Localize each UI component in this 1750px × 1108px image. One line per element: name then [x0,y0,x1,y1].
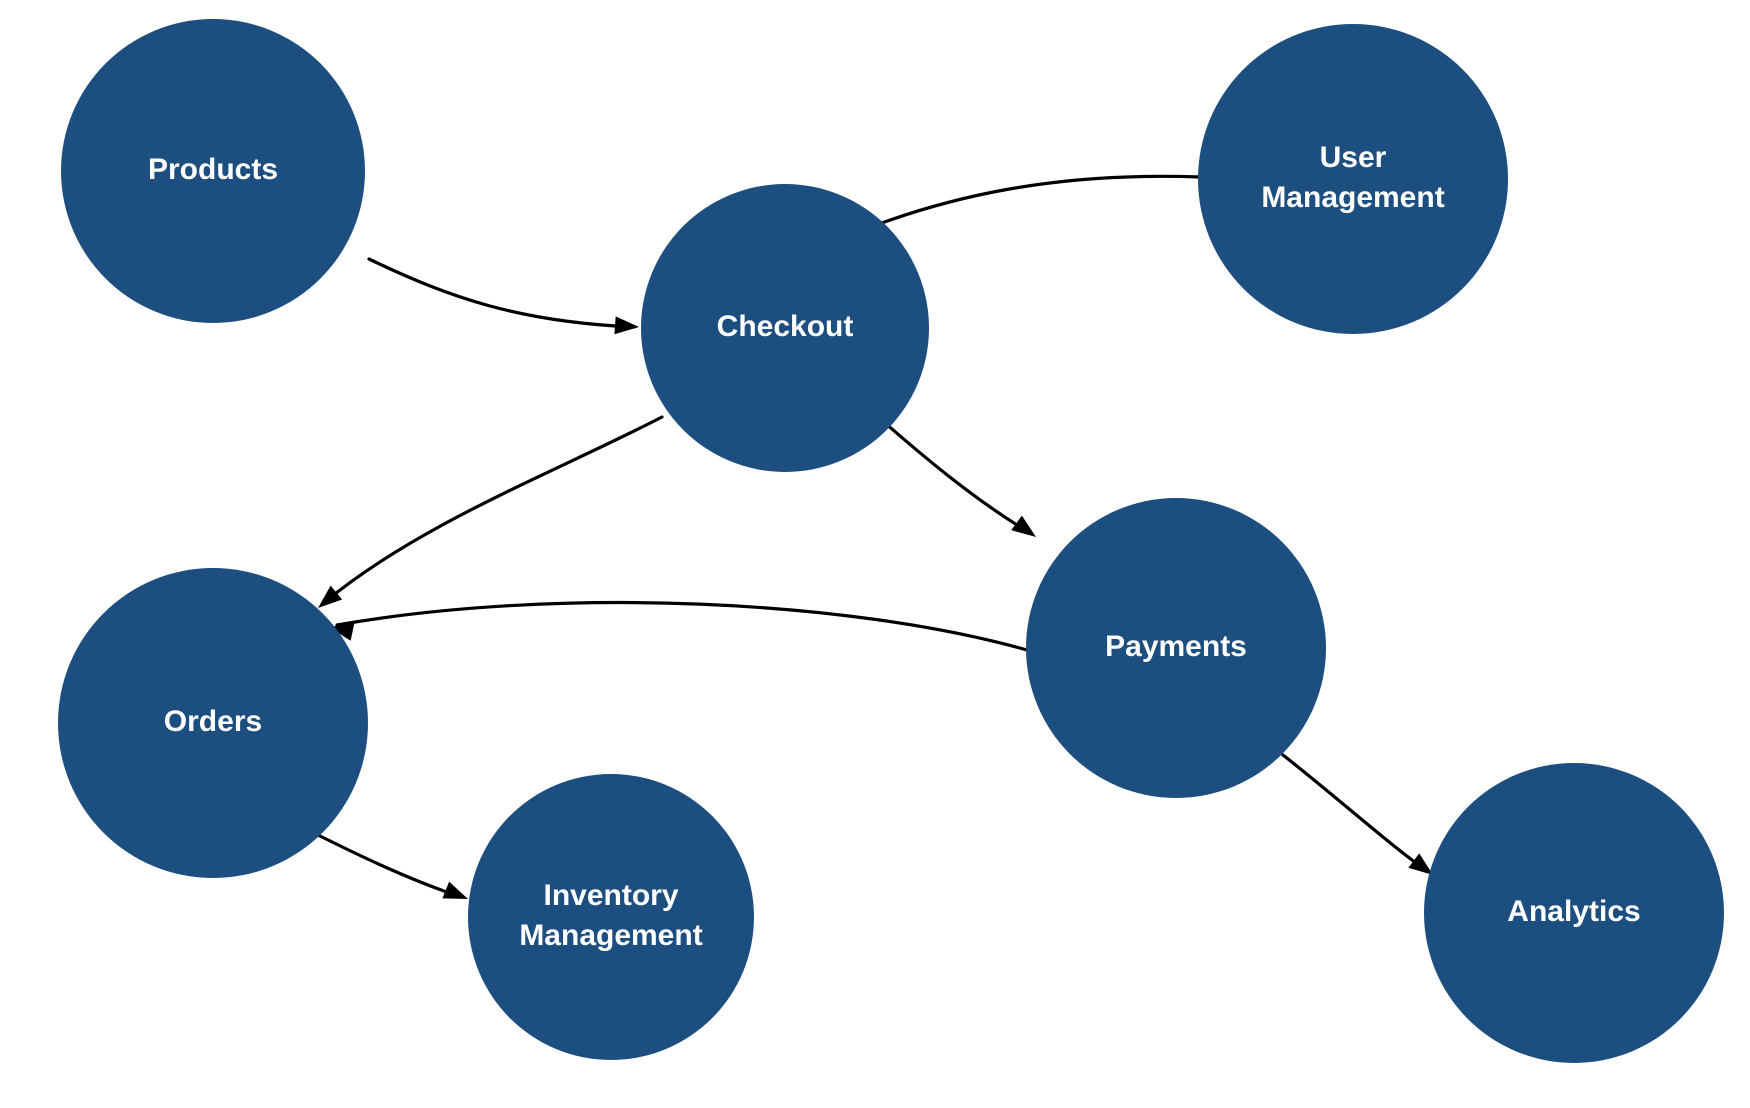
edge-checkout-to-orders [318,415,664,608]
arrowhead-icon [329,623,355,641]
node-checkout[interactable]: Checkout [641,184,929,472]
arrowhead-icon [1408,853,1433,875]
node-analytics[interactable]: Analytics [1424,763,1724,1063]
edge-line [323,415,664,604]
arrowhead-icon [318,585,343,608]
node-circle-checkout[interactable] [641,184,929,472]
node-payments[interactable]: Payments [1026,498,1326,798]
arrowhead-icon [442,881,468,899]
edge-orders-to-inventory-management [312,831,468,899]
edge-checkout-to-payments [875,414,1036,537]
edge-line [335,600,1029,652]
node-circle-products[interactable] [61,19,365,323]
node-circle-analytics[interactable] [1424,763,1724,1063]
node-orders[interactable]: Orders [58,568,368,878]
edge-line [367,257,636,329]
edge-line [1281,753,1429,873]
edge-line [875,414,1032,535]
node-products[interactable]: Products [61,19,365,323]
edge-payments-to-analytics [1281,753,1433,875]
edge-payments-to-orders [329,600,1029,652]
node-circle-user-management[interactable] [1198,24,1508,334]
edge-line [843,174,1202,239]
edge-products-to-checkout [367,257,639,335]
edges-layer [312,174,1433,899]
node-circle-orders[interactable] [58,568,368,878]
arrowhead-icon [1011,515,1036,537]
node-circle-inventory-management[interactable] [468,774,754,1060]
arrowhead-icon [614,316,639,335]
edge-line [312,831,463,899]
node-circle-payments[interactable] [1026,498,1326,798]
